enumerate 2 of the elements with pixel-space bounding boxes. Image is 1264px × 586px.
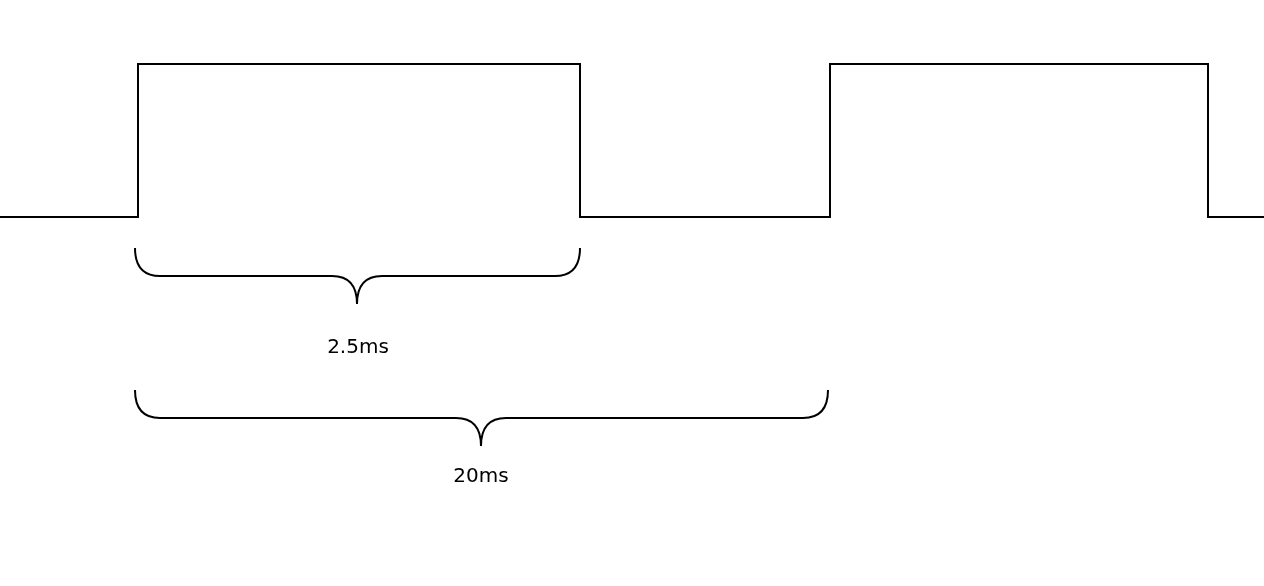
dimension-label: 20ms [453,463,509,487]
dimension-label: 2.5ms [327,334,389,358]
